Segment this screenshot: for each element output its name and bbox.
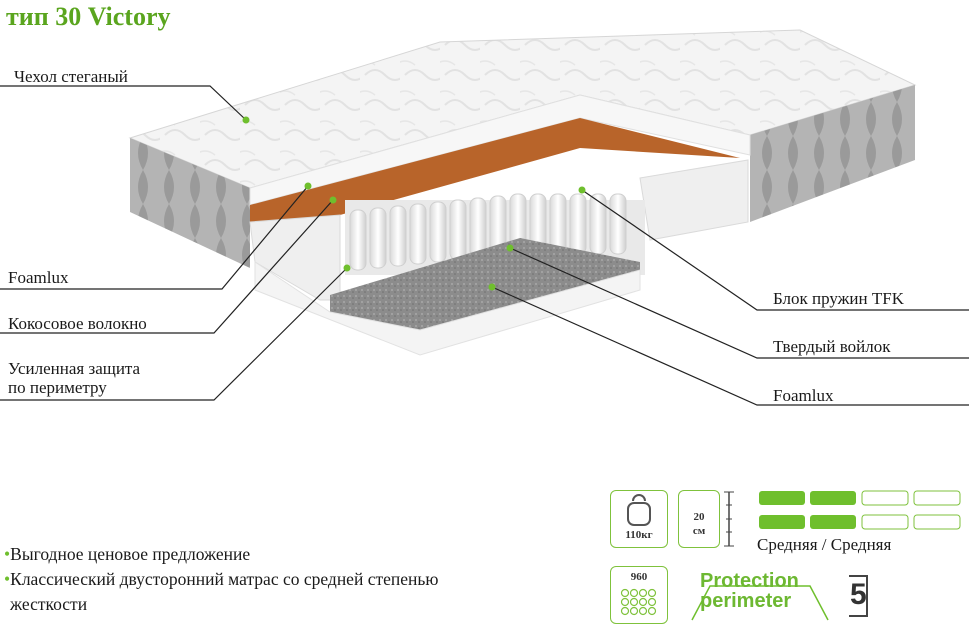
label-springs: Блок пружин TFK — [773, 289, 904, 308]
page-title: тип 30 Victory — [6, 2, 171, 31]
callout-felt — [509, 247, 969, 359]
protection-perimeter-label: Protection perimeter — [700, 570, 799, 612]
feature-2-cont: жесткости — [10, 594, 88, 614]
label-coconut: Кокосовое волокно — [8, 314, 147, 333]
label-foamlux-bottom: Foamlux — [773, 386, 834, 405]
label-cover: Чехол стеганый — [14, 67, 128, 86]
height-unit: см — [692, 525, 706, 537]
ruler-icon — [724, 491, 734, 547]
callout-foamlux-bottom — [491, 286, 969, 406]
spring-coil — [389, 205, 407, 267]
label-perimeter-2: по периметру — [8, 378, 107, 397]
spring-coil — [609, 193, 627, 255]
label-foamlux-top: Foamlux — [8, 268, 69, 287]
label-perimeter-1: Усиленная защита — [8, 359, 141, 378]
bullet-icon: • — [4, 544, 11, 564]
protection-perimeter-icon — [691, 585, 829, 621]
height-icon: 20 см — [678, 490, 720, 548]
spring-coil — [369, 207, 387, 269]
callout-foamlux-top — [0, 185, 309, 290]
feature-2: •Классический двусторонний матрас со сре… — [4, 569, 439, 589]
callout-coconut — [0, 199, 334, 334]
spring-coil — [429, 201, 447, 263]
feature-1: •Выгодное ценовое предложение — [4, 544, 251, 564]
felt-layer — [330, 238, 640, 330]
firmness-label: Средняя / Средняя — [757, 535, 892, 554]
weight-icon: 110кг — [610, 490, 668, 548]
mattress-side-left — [130, 138, 250, 268]
spring-coil — [589, 193, 607, 255]
coconut-layer — [250, 118, 740, 222]
warranty-icon — [849, 575, 868, 617]
bullet-icon: • — [4, 569, 11, 589]
height-value: 20 — [693, 511, 705, 523]
spring-coil — [569, 193, 587, 255]
springs-count-icon: 960 — [610, 566, 668, 624]
label-felt: Твердый войлок — [773, 337, 891, 356]
weight-value: 110кг — [625, 529, 653, 541]
spring-coil — [349, 209, 367, 271]
springs-count: 960 — [630, 571, 648, 583]
foamlux-bottom-layer — [254, 261, 641, 356]
mattress-side-right — [750, 85, 915, 222]
callout-cover — [0, 85, 247, 121]
spring-coil — [449, 199, 467, 261]
warranty-years: 5 — [850, 578, 867, 611]
spring-coil — [409, 203, 427, 265]
firmness-scale-icon — [759, 490, 961, 530]
callout-springs — [581, 189, 969, 311]
perimeter-foam-right — [639, 159, 749, 241]
callout-perimeter — [0, 267, 348, 401]
